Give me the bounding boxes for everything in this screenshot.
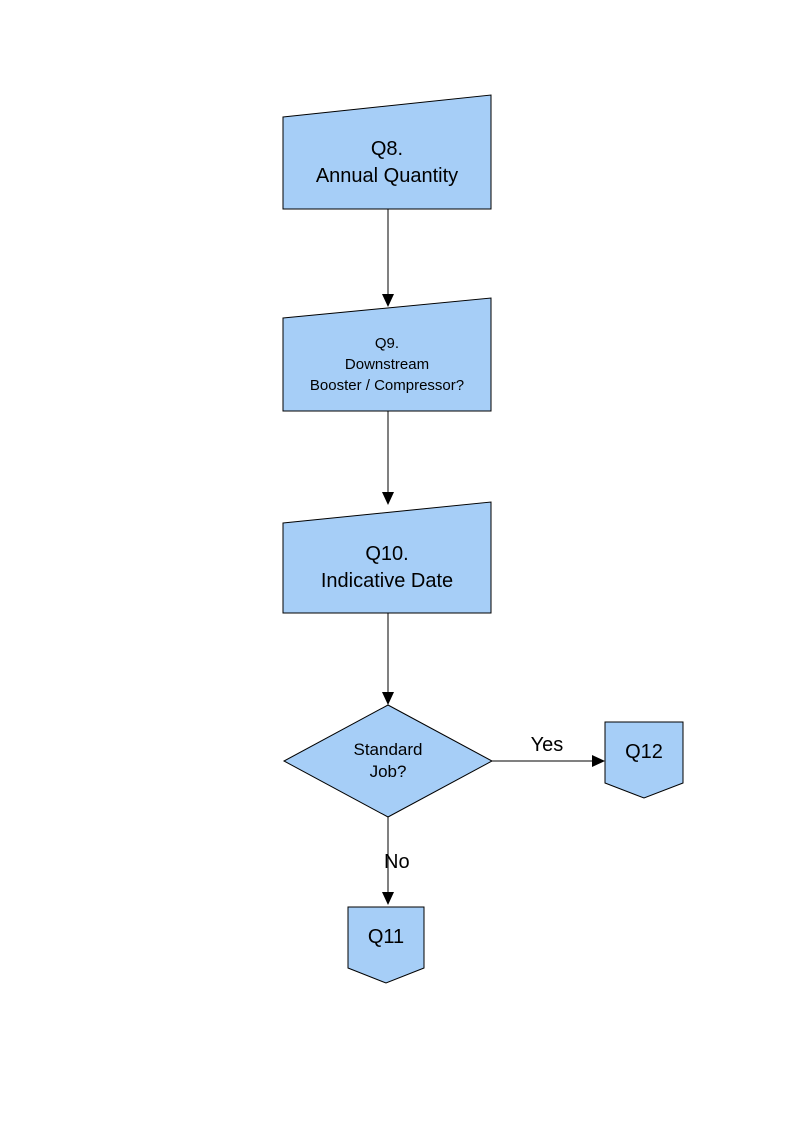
node-shape-q9 — [282, 297, 492, 412]
node-shape-q10 — [282, 501, 492, 614]
arrowhead-q9-q10 — [382, 492, 394, 505]
arrowhead-decision-q11 — [382, 892, 394, 905]
arrowhead-q10-decision — [382, 692, 394, 705]
node-shape-standard-job-decision — [282, 704, 494, 818]
arrowhead-decision-q12 — [592, 755, 605, 767]
node-shape-q8 — [282, 94, 492, 210]
arrowhead-q8-q9 — [382, 294, 394, 307]
node-shape-q11 — [347, 906, 425, 984]
node-shape-q12 — [604, 721, 684, 799]
